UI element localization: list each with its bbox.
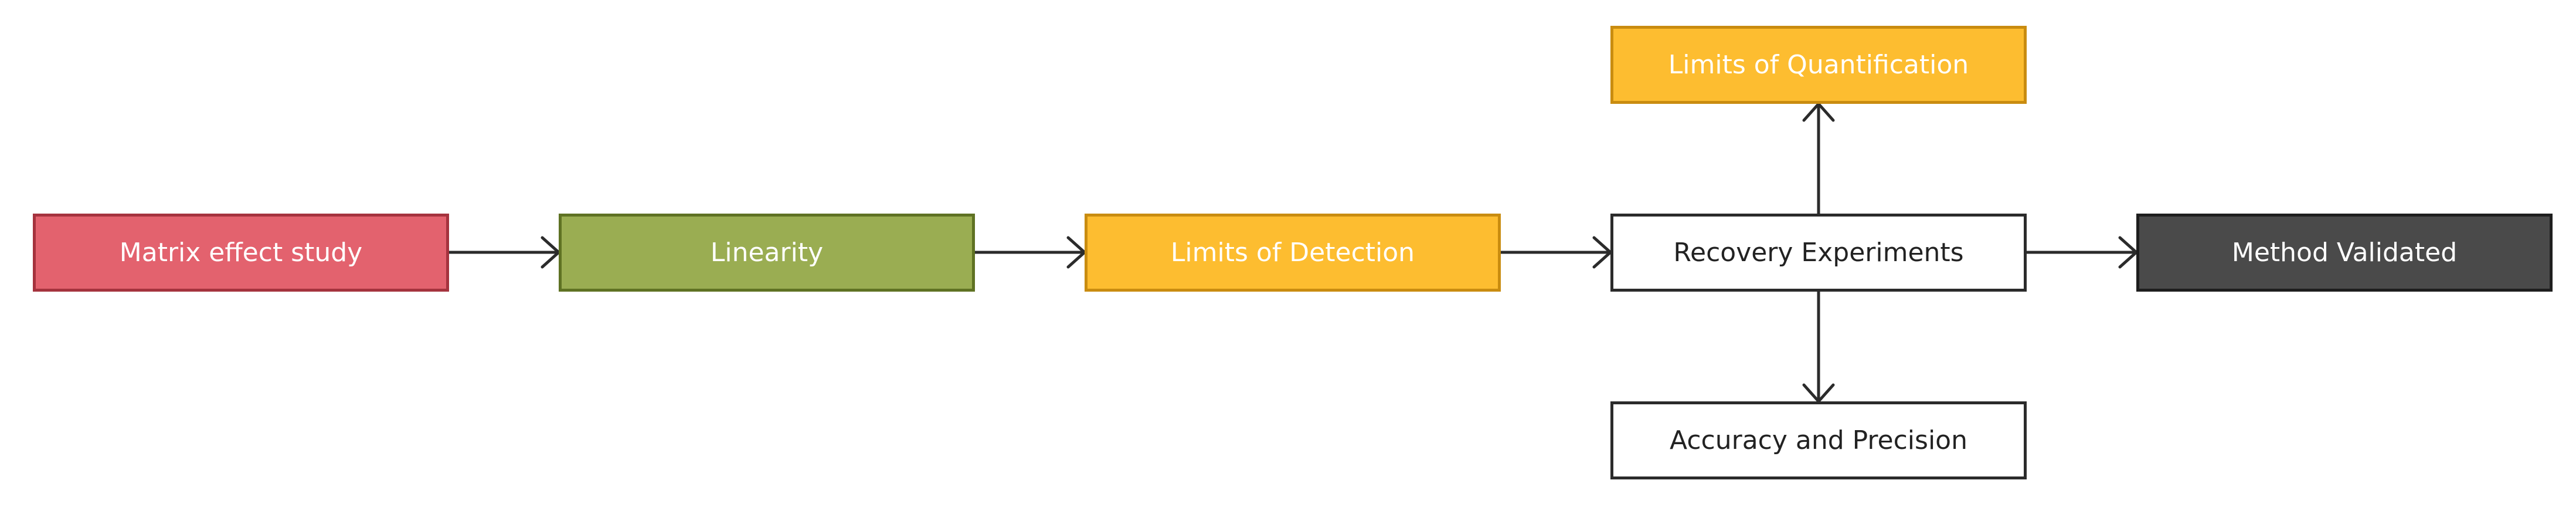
node-matrix-effect-study[interactable]: Matrix effect study bbox=[33, 214, 449, 292]
node-linearity[interactable]: Linearity bbox=[559, 214, 975, 292]
node-label: Linearity bbox=[710, 238, 824, 268]
node-limits-of-quantification[interactable]: Limits of Quantification bbox=[1610, 26, 2027, 104]
node-label: Method Validated bbox=[2231, 238, 2458, 268]
node-label: Limits of Quantification bbox=[1668, 50, 1969, 80]
node-accuracy-and-precision[interactable]: Accuracy and Precision bbox=[1610, 401, 2027, 479]
node-label: Recovery Experiments bbox=[1673, 238, 1964, 268]
node-method-validated[interactable]: Method Validated bbox=[2136, 214, 2553, 292]
node-recovery-experiments[interactable]: Recovery Experiments bbox=[1610, 214, 2027, 292]
node-limits-of-detection[interactable]: Limits of Detection bbox=[1085, 214, 1501, 292]
node-label: Limits of Detection bbox=[1170, 238, 1415, 268]
node-label: Accuracy and Precision bbox=[1670, 425, 1967, 455]
edge-recovery-to-loq-arrowhead bbox=[1802, 102, 1835, 122]
node-label: Matrix effect study bbox=[119, 238, 363, 268]
